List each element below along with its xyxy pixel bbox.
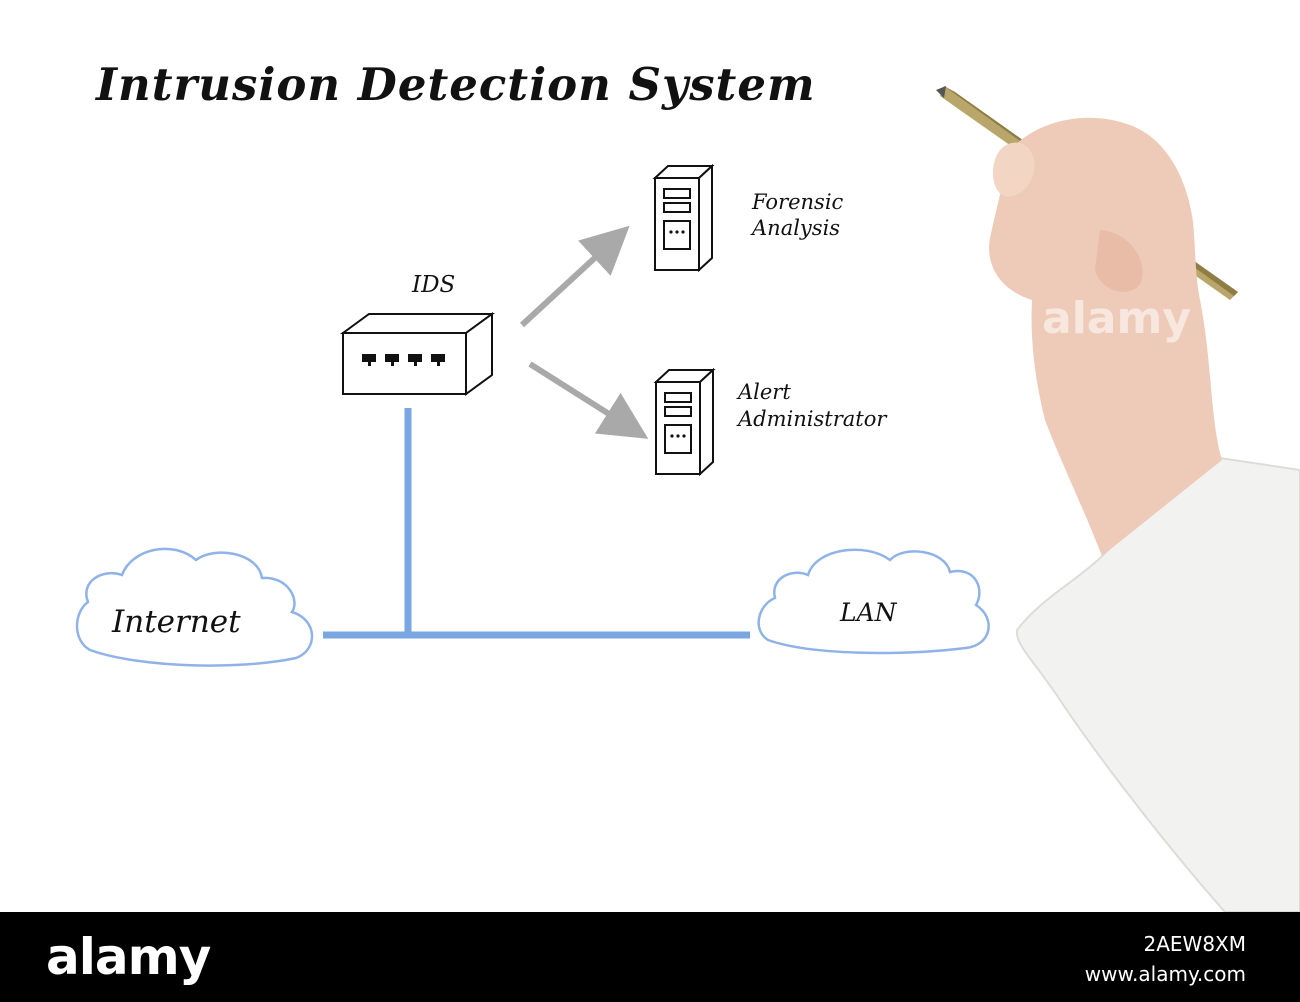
stock-footer-bar: alamy 2AEW8XM www.alamy.com — [0, 912, 1300, 1002]
arrow-to-alert — [528, 361, 649, 439]
forensic-server-icon — [652, 163, 715, 273]
ids-device-icon — [339, 312, 496, 396]
internet-cloud — [75, 547, 314, 667]
watermark-logo: alamy — [1042, 293, 1191, 344]
arrow-to-forensic — [519, 225, 630, 328]
footer-image-id: 2AEW8XM — [1143, 932, 1247, 956]
footer-site-url: www.alamy.com — [1084, 962, 1246, 986]
forensic-label-line-2: Analysis — [752, 216, 841, 240]
alert-administrator-label: Alert Administrator — [738, 379, 886, 433]
ids-label: IDS — [412, 272, 456, 298]
internet-label: Internet — [112, 604, 241, 640]
diagram-title: Intrusion Detection System — [96, 58, 816, 111]
alert-label-line-1: Alert — [738, 380, 791, 404]
lan-cloud — [757, 548, 990, 655]
alert-label-line-2: Administrator — [738, 407, 887, 431]
lan-label: LAN — [840, 598, 897, 627]
forensic-label-line-1: Forensic — [752, 190, 844, 214]
hand-with-pen-image — [936, 86, 1300, 912]
forensic-analysis-label: Forensic Analysis — [752, 189, 843, 241]
footer-logo: alamy — [46, 928, 211, 986]
alert-server-icon — [653, 367, 716, 477]
diagram-canvas — [75, 86, 1300, 912]
